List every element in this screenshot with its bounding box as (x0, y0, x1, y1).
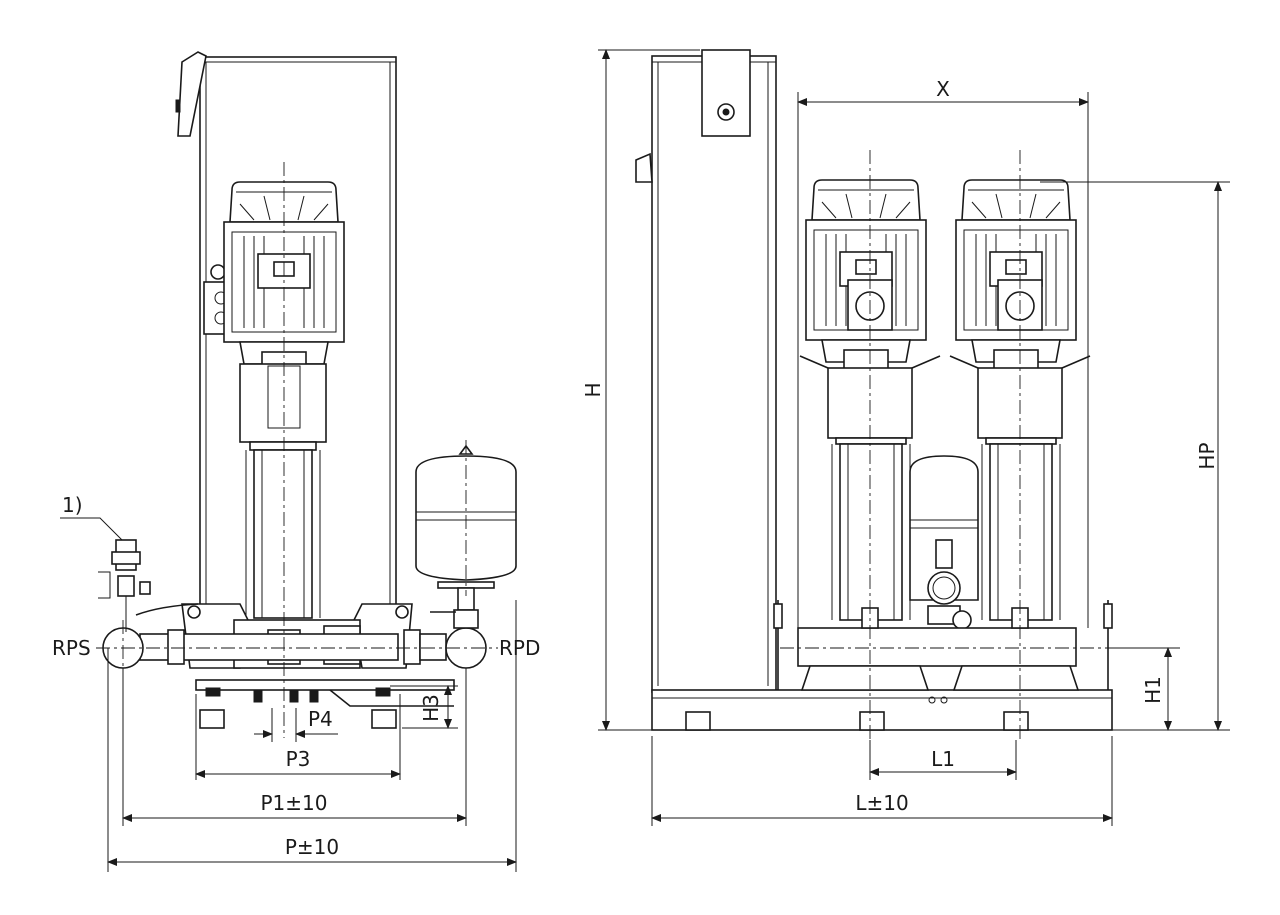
p4-label: P4 (308, 707, 333, 731)
note-1-label: 1) (62, 493, 83, 517)
baseframe (195, 679, 455, 691)
pump-column (253, 449, 313, 619)
p3-label: P3 (286, 747, 311, 771)
pump-head (239, 363, 327, 443)
rps-label: RPS (52, 636, 91, 660)
rpd-label: RPD (499, 636, 540, 660)
h3-label: H3 (419, 694, 443, 722)
h1-label: H1 (1141, 676, 1165, 704)
x-label: X (936, 77, 950, 101)
hp-label: HP (1195, 442, 1219, 469)
cabinet-door (177, 51, 207, 137)
l-label: L±10 (855, 791, 908, 815)
p1-label: P1±10 (261, 791, 328, 815)
side-view (60, 51, 517, 872)
p-label: P±10 (285, 835, 339, 859)
pressure-switch-front (935, 539, 953, 569)
l1-label: L1 (931, 747, 955, 771)
control-cabinet-front (651, 55, 777, 693)
h-label: H (581, 382, 605, 397)
manifold-front (797, 627, 1077, 667)
door-handle (635, 152, 653, 183)
main-switch (701, 49, 751, 137)
front-view (598, 49, 1230, 826)
